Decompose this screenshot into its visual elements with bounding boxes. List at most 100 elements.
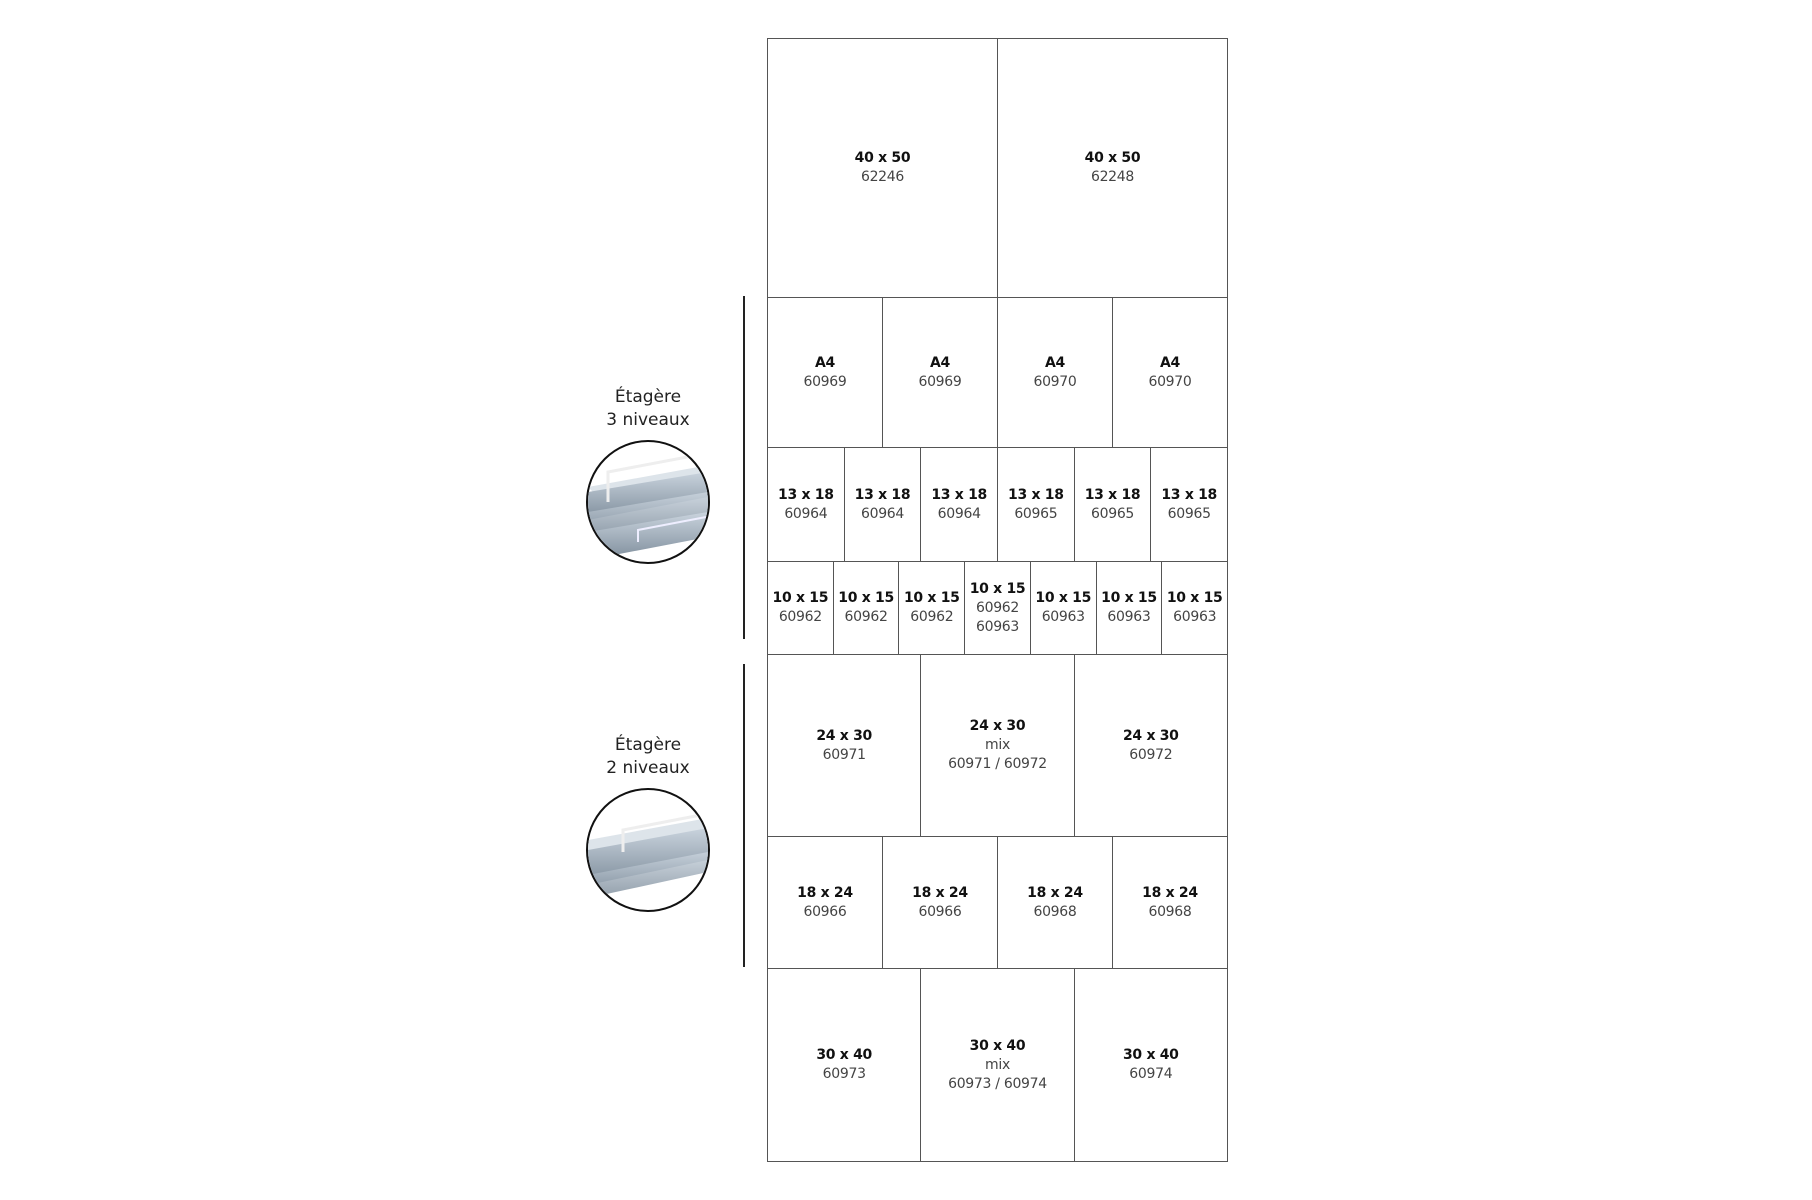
cell-code: 60964: [784, 505, 828, 522]
grid-cell: 10 x 15 60963: [1029, 562, 1096, 654]
grid-cell: 18 x 24 60966: [768, 837, 882, 968]
cell-code: 60970: [1033, 373, 1077, 390]
cell-size: 40 x 50: [1084, 150, 1141, 166]
cell-size: 10 x 15: [969, 580, 1026, 597]
shelf-title: Étagère: [614, 735, 682, 755]
cell-size: 10 x 15: [1101, 590, 1157, 606]
cell-size: 13 x 18: [778, 486, 834, 503]
cell-size: 13 x 18: [1084, 486, 1141, 503]
cell-code: 60969: [918, 373, 962, 390]
grid-cell: 10 x 15 60962 60963: [964, 562, 1030, 654]
cell-size: 13 x 18: [1008, 486, 1064, 503]
shelf-subtitle: 2 niveaux: [606, 758, 690, 778]
cell-size: 40 x 50: [854, 150, 911, 166]
cell-size: 13 x 18: [854, 486, 911, 503]
cell-size: 10 x 15: [903, 590, 960, 606]
grid-cell: 13 x 18 60965: [1073, 448, 1151, 561]
grid-cell: 40 x 50 62246: [768, 39, 997, 297]
cell-code: 60962: [778, 609, 822, 625]
cell-size: 10 x 15: [1166, 590, 1223, 606]
two-level-shelf-icon: [586, 788, 710, 912]
cell-size: A4: [1045, 354, 1065, 371]
cell-code: 60971 / 60972: [948, 756, 1047, 772]
grid-cell: 13 x 18 60965: [1150, 448, 1227, 561]
cell-code: 60968: [1033, 903, 1077, 920]
grid-cell: 10 x 15 60962: [898, 562, 964, 654]
cell-code: 60962: [975, 599, 1020, 616]
grid-cell: 13 x 18 60964: [843, 448, 921, 561]
cell-code: 60962: [844, 609, 888, 625]
cell-code: 60963: [975, 618, 1020, 635]
grid-row: 40 x 50 62246 40 x 50 62248: [768, 39, 1227, 297]
cell-size: A4: [930, 354, 950, 371]
cell-code: 60964: [860, 505, 905, 522]
cell-size: 18 x 24: [1142, 884, 1198, 901]
cell-size: 24 x 30: [816, 727, 872, 744]
grid-cell: 10 x 15 60962: [832, 562, 899, 654]
cell-size: 24 x 30: [1122, 727, 1179, 744]
cell-size: A4: [815, 354, 835, 371]
shelf-label-2-levels: Étagère 2 niveaux: [568, 734, 728, 780]
grid-cell: 30 x 40 mix 60973 / 60974: [920, 969, 1073, 1161]
grid-cell: 24 x 30 60971: [768, 655, 920, 836]
cell-size: 30 x 40: [969, 1037, 1026, 1054]
grid-cell: 10 x 15 60963: [1161, 562, 1227, 654]
three-level-shelf-icon: [586, 440, 710, 564]
cell-note: mix: [985, 737, 1010, 753]
cell-code: 60971: [822, 746, 866, 763]
cell-code: 60964: [937, 505, 981, 522]
grid-cell: 30 x 40 60973: [768, 969, 920, 1161]
cell-code: 60963: [1041, 609, 1085, 625]
grid-cell: 10 x 15 60962: [768, 562, 833, 654]
grid-cell: 24 x 30 mix 60971 / 60972: [920, 655, 1073, 836]
cell-code: 60973 / 60974: [948, 1075, 1047, 1092]
two-level-bracket: [743, 664, 745, 967]
cell-code: 60970: [1148, 373, 1192, 390]
grid-cell: 10 x 15 60963: [1095, 562, 1162, 654]
cell-code: 62248: [1090, 169, 1135, 185]
cell-size: 30 x 40: [816, 1047, 872, 1063]
cell-code: 60965: [1167, 505, 1211, 522]
cell-code: 60963: [1173, 609, 1217, 625]
cell-size: 10 x 15: [1035, 590, 1092, 606]
cell-code: 60965: [1091, 505, 1135, 522]
grid-row: 13 x 18 60964 13 x 18 60964 13 x 18 60964 13 x…: [768, 447, 1227, 561]
cell-size: 10 x 15: [838, 590, 894, 606]
cell-code: 60962: [910, 609, 954, 625]
grid-cell: 30 x 40 60974: [1073, 969, 1227, 1161]
cell-code: 62246: [860, 169, 905, 185]
grid-cell: 24 x 30 60972: [1073, 655, 1227, 836]
grid-cell: 18 x 24 60968: [1112, 837, 1227, 968]
shelf-subtitle: 3 niveaux: [606, 410, 690, 430]
grid-cell: A4 60969: [768, 298, 882, 447]
cell-code: 60973: [822, 1066, 866, 1082]
grid-cell: A4 60969: [882, 298, 997, 447]
cell-code: 60963: [1107, 609, 1151, 625]
cell-code: 60972: [1129, 746, 1173, 763]
grid-cell: 13 x 18 60964: [768, 448, 844, 561]
cell-code: 60969: [803, 373, 847, 390]
grid-cell: 40 x 50 62248: [997, 39, 1227, 297]
cell-size: 24 x 30: [969, 718, 1026, 734]
grid-cell: A4 60970: [997, 298, 1112, 447]
cell-size: 18 x 24: [912, 884, 968, 901]
cell-size: 30 x 40: [1122, 1047, 1179, 1063]
cell-code: 60966: [803, 903, 847, 920]
cell-code: 60968: [1148, 903, 1192, 920]
cell-note: mix: [985, 1056, 1010, 1073]
cell-size: 18 x 24: [797, 884, 853, 901]
cell-size: 10 x 15: [772, 590, 829, 606]
cell-code: 60974: [1129, 1066, 1173, 1082]
cell-size: 13 x 18: [1161, 486, 1218, 503]
shelf-label-3-levels: Étagère 3 niveaux: [568, 386, 728, 432]
